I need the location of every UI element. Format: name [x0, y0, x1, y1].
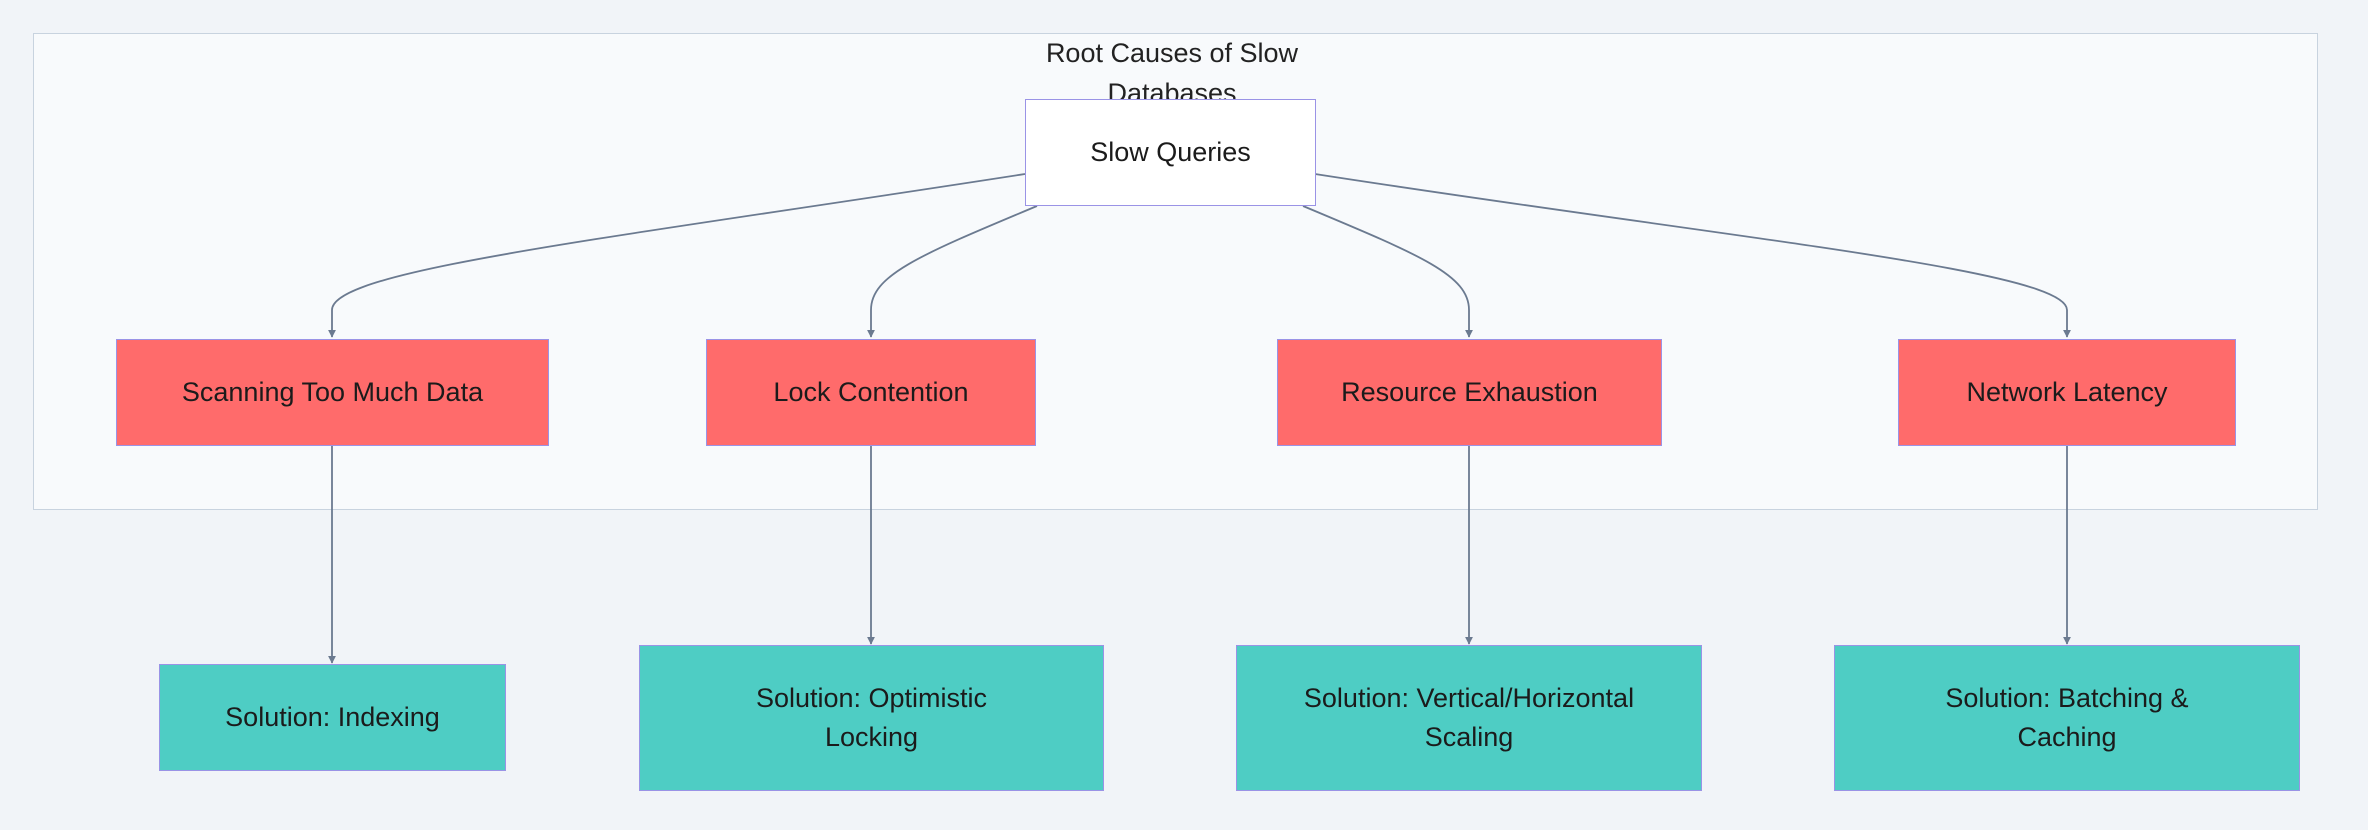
node-solution-optimistic-locking[interactable]: Solution: Optimistic Locking: [639, 645, 1104, 791]
node-slow-queries-label: Slow Queries: [1090, 137, 1251, 167]
edge-root-to-network: [1314, 173, 2071, 338]
node-solution-batching-caching[interactable]: Solution: Batching & Caching: [1834, 645, 2300, 791]
node-resource-label: Resource Exhaustion: [1341, 377, 1598, 407]
node-batching-label: Solution: Batching & Caching: [1945, 683, 2189, 752]
node-scanning-label: Scanning Too Much Data: [181, 377, 484, 407]
node-lock-label: Lock Contention: [773, 377, 969, 407]
edge-root-to-lock: [867, 205, 1038, 338]
node-indexing-label: Solution: Indexing: [225, 702, 440, 732]
node-network-latency[interactable]: Network Latency: [1898, 339, 2236, 446]
node-solution-indexing[interactable]: Solution: Indexing: [159, 664, 506, 771]
node-scaling-label: Solution: Vertical/Horizontal Scaling: [1303, 683, 1635, 752]
node-network-label: Network Latency: [1966, 377, 2168, 407]
cluster-title: Root Causes of Slow Databases: [1045, 38, 1299, 103]
node-slow-queries[interactable]: Slow Queries: [1025, 99, 1316, 206]
node-lock-contention[interactable]: Lock Contention: [706, 339, 1036, 446]
node-optimistic-label: Solution: Optimistic Locking: [755, 683, 988, 752]
edge-root-to-resource: [1302, 205, 1473, 338]
node-scanning-too-much-data[interactable]: Scanning Too Much Data: [116, 339, 549, 446]
node-resource-exhaustion[interactable]: Resource Exhaustion: [1277, 339, 1662, 446]
edge-root-to-scanning: [328, 173, 1026, 338]
node-solution-scaling[interactable]: Solution: Vertical/Horizontal Scaling: [1236, 645, 1702, 791]
